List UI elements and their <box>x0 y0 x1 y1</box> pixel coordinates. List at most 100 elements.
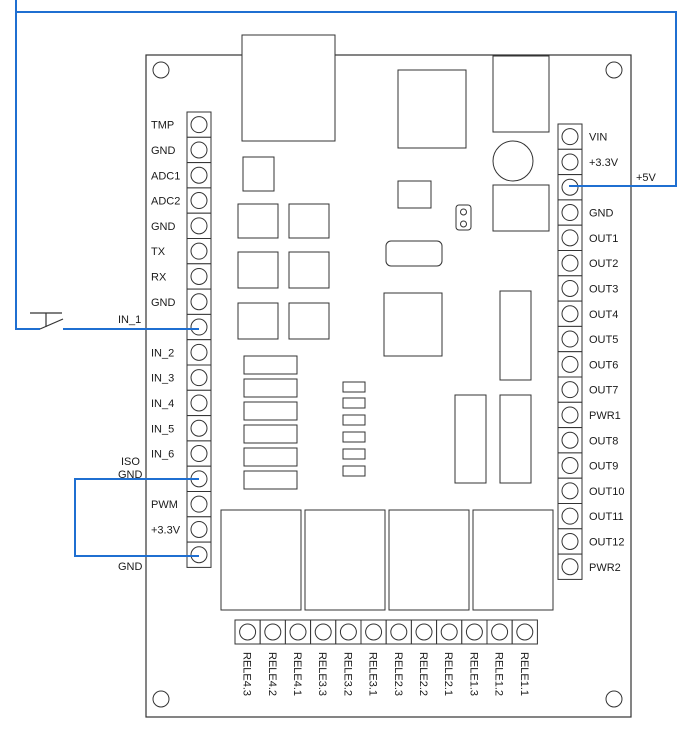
terminal-pin <box>561 229 579 247</box>
terminal-label-out10: OUT10 <box>589 486 624 498</box>
relays <box>220 509 554 611</box>
terminal-pin <box>561 457 579 475</box>
terminal-label-rele4-1: RELE4.1 <box>291 652 303 696</box>
supply-wire-label: +5V <box>636 172 657 184</box>
opto-4 <box>288 251 330 289</box>
terminal-label-rele2-1: RELE2.1 <box>442 652 454 696</box>
terminal-pin <box>561 279 579 297</box>
terminal-label-3-3v: +3.3V <box>589 157 619 169</box>
terminal-pin <box>561 532 579 550</box>
terminal-label-rele3-2: RELE3.2 <box>341 652 353 696</box>
driver-ic-1 <box>499 290 532 381</box>
relay-1 <box>472 509 554 611</box>
mounting-holes <box>152 61 623 708</box>
resistor <box>243 447 298 467</box>
right-terminal-block: VIN+3.3VGNDOUT1OUT2OUT3OUT4OUT5OUT6OUT7P… <box>557 123 624 580</box>
terminal-pin <box>561 482 579 500</box>
terminal-pin <box>339 623 357 641</box>
terminal-pin <box>190 369 208 387</box>
terminal-label-tmp: TMP <box>151 120 174 132</box>
mounting-hole-top-left <box>152 61 170 79</box>
terminal-pin <box>190 242 208 260</box>
terminal-pin <box>561 558 579 576</box>
terminal-label-out5: OUT5 <box>589 334 618 346</box>
terminal-pin <box>561 305 579 323</box>
resistor <box>243 424 298 444</box>
terminal-label-in-6: IN_6 <box>151 449 174 461</box>
terminal-pin <box>190 116 208 134</box>
gnd-wire-label: GND <box>118 561 143 573</box>
terminal-pin <box>561 178 579 196</box>
terminal-pin <box>239 623 257 641</box>
terminal-pin <box>190 318 208 336</box>
terminal-pin <box>190 166 208 184</box>
terminal-pin <box>561 381 579 399</box>
smd-part <box>342 431 366 443</box>
terminal-label-out2: OUT2 <box>589 258 618 270</box>
power-connector <box>241 34 336 142</box>
iso-gnd-label-top: ISO <box>121 456 140 468</box>
components <box>220 34 554 611</box>
terminal-pin <box>289 623 307 641</box>
opto-6 <box>288 302 330 340</box>
supply-wire <box>16 11 677 187</box>
opto-3 <box>237 251 279 289</box>
opto-1 <box>237 203 279 239</box>
terminal-pin <box>561 406 579 424</box>
regulator-chip <box>397 69 467 149</box>
terminal-label-in-2: IN_2 <box>151 347 174 359</box>
terminal-pin <box>190 394 208 412</box>
resistor-array <box>243 355 298 490</box>
terminal-label-gnd: GND <box>151 221 176 233</box>
terminal-label-out1: OUT1 <box>589 233 618 245</box>
terminal-label-adc1: ADC1 <box>151 170 180 182</box>
terminal-label-rx: RX <box>151 271 167 283</box>
terminal-label-adc2: ADC2 <box>151 196 180 208</box>
smd-part <box>342 448 366 460</box>
jumper <box>455 204 472 231</box>
driver-ic-2 <box>454 394 487 484</box>
terminal-pin <box>190 293 208 311</box>
crystal-ic <box>397 180 432 209</box>
terminal-pin <box>415 623 433 641</box>
terminal-pin <box>190 419 208 437</box>
terminal-pin <box>190 445 208 463</box>
terminal-label-out3: OUT3 <box>589 283 618 295</box>
resistor <box>243 401 298 421</box>
driver-ic-3 <box>499 394 532 484</box>
switch-wire-label: IN_1 <box>118 314 141 326</box>
left-terminal-block: TMPGNDADC1ADC2GNDTXRXGNDIN_2IN_3IN_4IN_5… <box>151 111 212 568</box>
terminal-label-rele1-2: RELE1.2 <box>493 652 505 696</box>
terminal-label-tx: TX <box>151 246 166 258</box>
terminal-label-pwr1: PWR1 <box>589 410 621 422</box>
mounting-hole-bottom-left <box>152 690 170 708</box>
smd-part <box>342 465 366 477</box>
terminal-label-out7: OUT7 <box>589 385 618 397</box>
terminal-pin <box>561 431 579 449</box>
terminal-pin <box>561 355 579 373</box>
terminal-pin <box>190 217 208 235</box>
mounting-hole-bottom-right <box>605 690 623 708</box>
terminal-pin <box>465 623 483 641</box>
smd-array <box>342 381 366 477</box>
terminal-pin <box>314 623 332 641</box>
terminal-label-rele4-3: RELE4.3 <box>241 652 253 696</box>
terminal-label-rele2-3: RELE2.3 <box>392 652 404 696</box>
smd-part <box>342 414 366 426</box>
terminal-pin <box>190 141 208 159</box>
terminal-pin <box>190 546 208 564</box>
wiring: IN_1 +5V ISO GND GND <box>15 0 677 573</box>
terminal-pin <box>190 267 208 285</box>
smd-part <box>342 381 366 393</box>
terminal-label-gnd: GND <box>151 297 176 309</box>
terminal-pin <box>365 623 383 641</box>
terminal-label-rele4-2: RELE4.2 <box>266 652 278 696</box>
switch-pivot <box>39 318 64 330</box>
terminal-pin <box>190 343 208 361</box>
terminal-label-rele1-1: RELE1.1 <box>518 652 530 696</box>
terminal-pin <box>264 623 282 641</box>
jumper-pin-2 <box>460 220 467 228</box>
terminal-pin <box>390 623 408 641</box>
terminal-pin <box>190 520 208 538</box>
